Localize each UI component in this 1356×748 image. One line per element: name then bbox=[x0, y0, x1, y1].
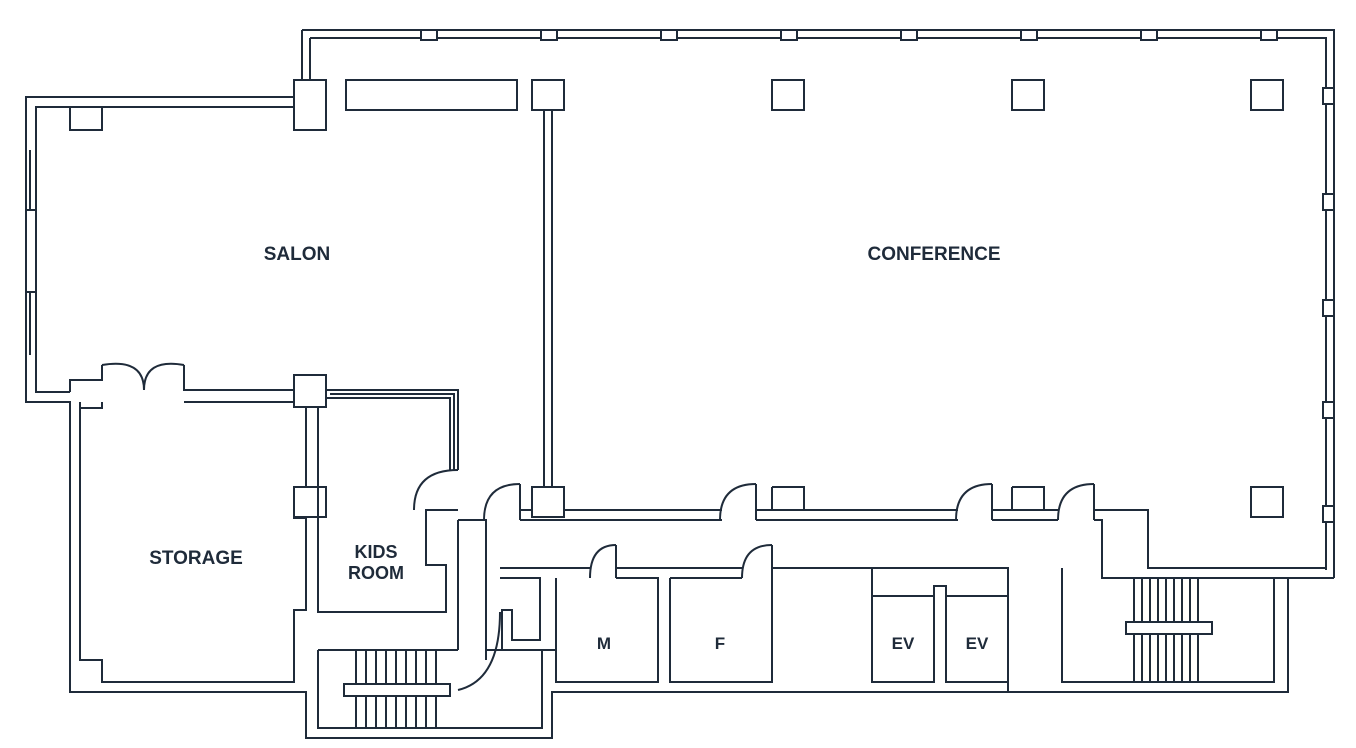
room-label-salon: SALON bbox=[264, 244, 331, 265]
room-label-elevator-1: EV bbox=[892, 634, 915, 653]
columns bbox=[293, 79, 1284, 518]
room-label-elevator-2: EV bbox=[966, 634, 989, 653]
room-label-kids-room-line1: KIDS bbox=[354, 542, 397, 562]
room-label-kids-room-line2: ROOM bbox=[348, 563, 404, 583]
room-label-mens-restroom: M bbox=[597, 634, 611, 653]
stairs-lower-left bbox=[343, 650, 451, 728]
room-label-conference: CONFERENCE bbox=[867, 244, 1000, 265]
interior-walls bbox=[69, 365, 1326, 729]
exterior-walls bbox=[25, 29, 1335, 739]
room-label-storage: STORAGE bbox=[149, 548, 243, 569]
doors bbox=[101, 362, 1095, 691]
room-label-womens-restroom: F bbox=[715, 634, 725, 653]
movable-partition bbox=[531, 110, 565, 518]
stairs-lower-right bbox=[1125, 578, 1213, 682]
